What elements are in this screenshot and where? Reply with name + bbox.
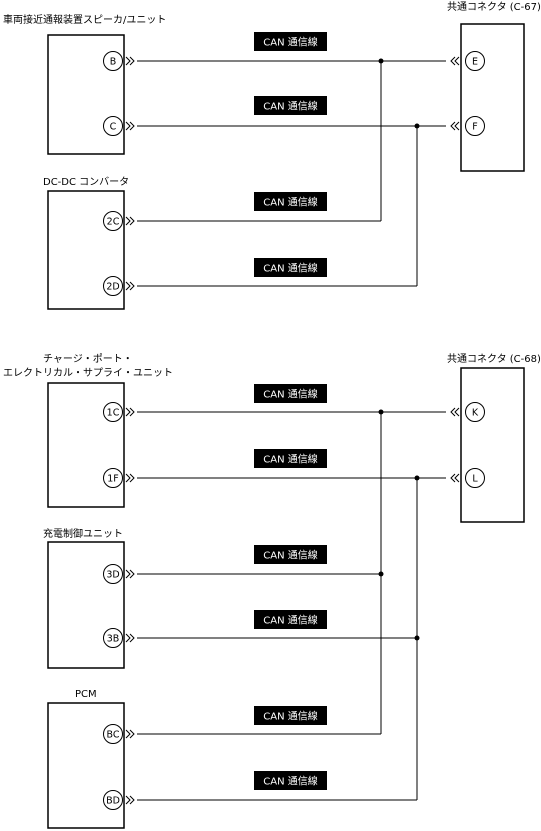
unit-box-charge-port [47,382,125,508]
can-label: CAN 通信線 [254,610,327,629]
connector-chevron-icon [125,729,135,739]
svg-text:BC: BC [107,730,120,741]
can-label: CAN 通信線 [254,706,327,725]
pin-bd: BD [103,790,123,810]
svg-text:CAN 通信線: CAN 通信線 [263,388,317,401]
svg-text:CAN 通信線: CAN 通信線 [263,100,317,113]
pin-c: C [103,116,123,136]
svg-text:BD: BD [106,796,120,807]
pin-3d: 3D [103,564,123,584]
svg-text:CAN 通信線: CAN 通信線 [263,36,317,49]
connector-box-c68 [460,367,525,523]
connector-chevron-icon [450,121,460,131]
junction-dot [378,409,384,415]
svg-text:B: B [110,57,117,68]
connector-box-c67 [460,23,525,172]
svg-text:CAN 通信線: CAN 通信線 [263,549,317,562]
svg-text:3B: 3B [107,634,120,645]
junction-dot [378,58,384,64]
svg-text:C: C [110,122,117,133]
pin-bc: BC [103,724,123,744]
svg-text:CAN 通信線: CAN 通信線 [263,614,317,627]
pin-k: K [465,402,485,422]
junction-dot [414,123,420,129]
pin-1f: 1F [103,468,123,488]
connector-label-c67: 共通コネクタ (C-67) [447,1,541,13]
unit-label-speaker: 車両接近通報装置スピーカ/ユニット [3,13,166,26]
svg-text:E: E [472,57,478,68]
connector-chevron-icon [125,633,135,643]
svg-text:CAN 通信線: CAN 通信線 [263,710,317,723]
connector-chevron-icon [125,281,135,291]
connector-chevron-icon [125,569,135,579]
pin-2d: 2D [103,276,123,296]
pin-2c: 2C [103,211,123,231]
connector-chevron-icon [125,407,135,417]
unit-label-charge-port-line2: エレクトリカル・サプライ・ユニット [3,367,173,379]
svg-text:CAN 通信線: CAN 通信線 [263,453,317,466]
connector-chevron-icon [125,121,135,131]
connector-chevron-icon [450,56,460,66]
unit-label-pcm: PCM [75,689,97,700]
unit-label-charge-port-line1: チャージ・ポート・ [43,353,133,365]
pin-e: E [465,51,485,71]
junction-dot [414,475,420,481]
unit-label-charge-control: 充電制御ユニット [43,527,123,540]
connector-chevron-icon [125,56,135,66]
svg-text:F: F [472,122,477,133]
connector-label-c68: 共通コネクタ (C-68) [447,353,541,365]
pin-1c: 1C [103,402,123,422]
svg-text:L: L [472,474,478,485]
connector-chevron-icon [125,795,135,805]
diagram-1: 車両接近通報装置スピーカ/ユニット DC-DC コンバータ 共通コネクタ (C-… [3,1,541,310]
can-label: CAN 通信線 [254,384,327,403]
pin-3b: 3B [103,628,123,648]
svg-text:K: K [472,408,479,419]
unit-label-dcdc: DC-DC コンバータ [43,176,129,188]
svg-text:1C: 1C [107,408,120,419]
junction-dot [378,571,384,577]
can-label: CAN 通信線 [254,258,327,277]
svg-text:CAN 通信線: CAN 通信線 [263,262,317,275]
connector-chevron-icon [125,473,135,483]
svg-text:CAN 通信線: CAN 通信線 [263,775,317,788]
can-label: CAN 通信線 [254,545,327,564]
pin-b: B [103,51,123,71]
svg-text:1F: 1F [107,474,119,485]
unit-box-charge-control [47,541,125,669]
can-label: CAN 通信線 [254,32,327,51]
connector-chevron-icon [450,407,460,417]
connector-chevron-icon [450,473,460,483]
diagram-2: チャージ・ポート・ エレクトリカル・サプライ・ユニット 充電制御ユニット PCM… [3,353,541,829]
can-label: CAN 通信線 [254,771,327,790]
svg-text:2D: 2D [106,282,119,293]
can-label: CAN 通信線 [254,96,327,115]
svg-text:CAN 通信線: CAN 通信線 [263,196,317,209]
can-label: CAN 通信線 [254,192,327,211]
pin-l: L [465,468,485,488]
junction-dot [414,635,420,641]
svg-text:3D: 3D [106,570,119,581]
can-label: CAN 通信線 [254,449,327,468]
pin-f: F [465,116,485,136]
connector-chevron-icon [125,216,135,226]
svg-text:2C: 2C [107,217,120,228]
